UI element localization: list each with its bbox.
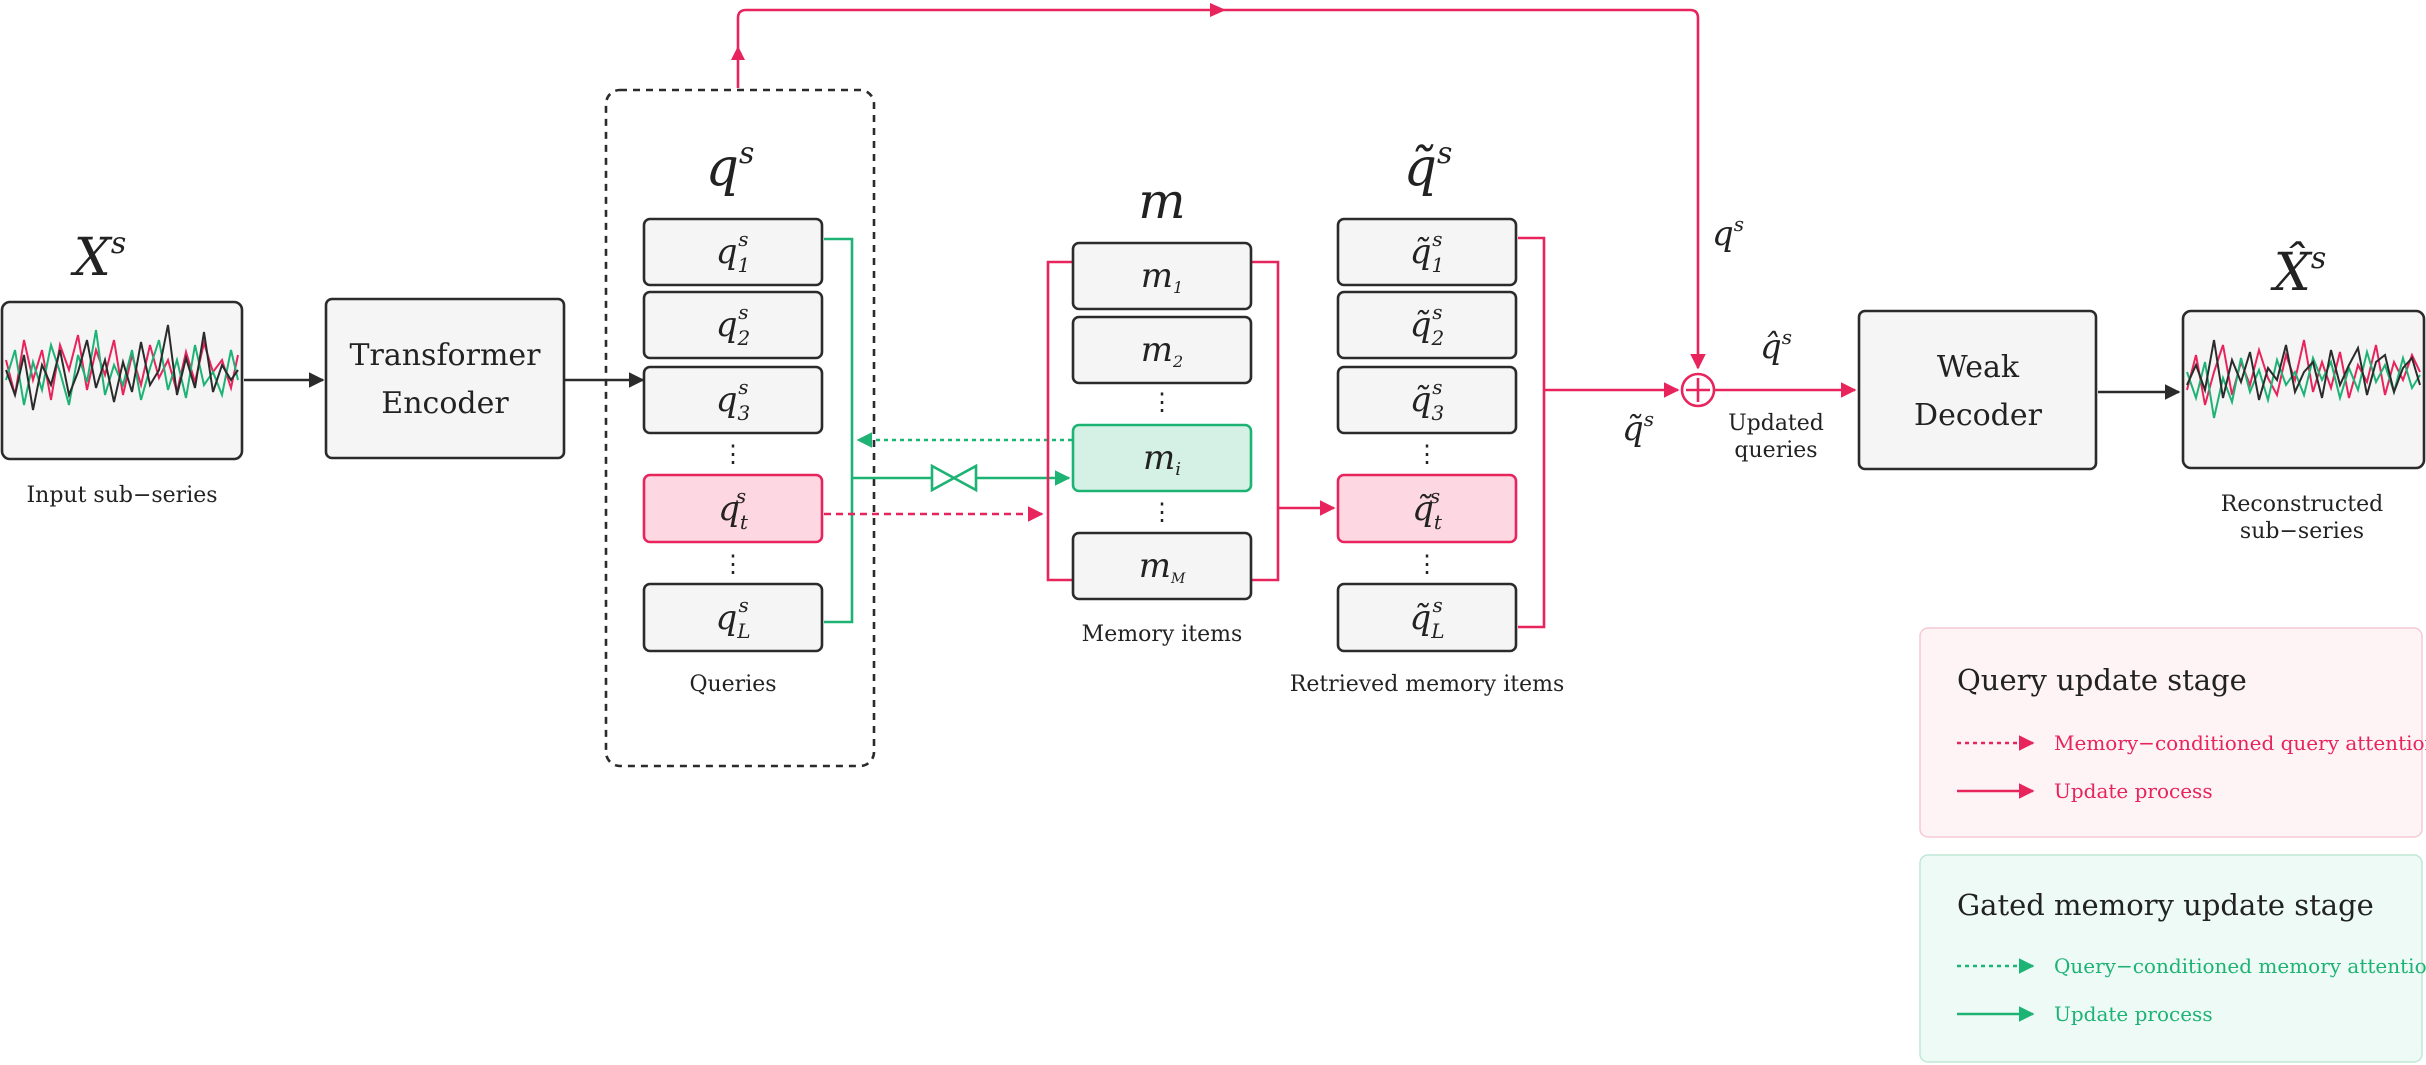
- svg-text:q̃Ls: q̃Ls: [1409, 593, 1444, 643]
- svg-text:m2: m2: [1141, 330, 1183, 371]
- encoder-label-line2: Encoder: [381, 386, 509, 421]
- sum-out-label: q̂s: [1760, 325, 1792, 367]
- svg-text:q̃2s: q̃2s: [1410, 300, 1445, 350]
- svg-text:q̃1s: q̃1s: [1410, 227, 1445, 277]
- transformer-encoder-box: [324, 297, 566, 460]
- svg-text:mM: mM: [1139, 546, 1186, 587]
- decoder-label-line1: Weak: [1937, 350, 2020, 385]
- memory-symbol: m: [1138, 172, 1185, 230]
- svg-text:Xs: Xs: [70, 226, 126, 288]
- red-skip-connection: [736, 8, 1706, 370]
- red-skip-arrow-up: [731, 46, 745, 60]
- legend-query-solid-label: Update process: [2054, 779, 2213, 803]
- svg-text:q1s: q1s: [716, 227, 751, 277]
- input-symbol: Xs: [70, 226, 126, 288]
- memory-caption: Memory items: [1082, 622, 1243, 647]
- legend-query-update: Query update stage Memory−conditioned qu…: [1919, 627, 2426, 838]
- legend-query-dotted-label: Memory−conditioned query attention: [2054, 731, 2426, 755]
- queries-dashed-group: [604, 88, 876, 768]
- queries-caption: Queries: [689, 672, 776, 697]
- legend-memory-dotted-label: Query−conditioned memory attention: [2054, 954, 2426, 978]
- memory-item-1: m1: [1071, 241, 1253, 311]
- red-bracket-memory-right: [1252, 260, 1280, 582]
- query-item-L: qLs: [642, 582, 824, 653]
- retrieved-caption: Retrieved memory items: [1290, 672, 1565, 697]
- svg-text:q2s: q2s: [716, 300, 751, 350]
- output-plot-frame: [2181, 309, 2426, 470]
- retrieved-ellipsis-1: ⋮: [1415, 440, 1439, 468]
- svg-text:q3s: q3s: [716, 375, 751, 425]
- input-caption: Input sub−series: [26, 483, 217, 508]
- output-symbol: X̂s: [2270, 241, 2326, 303]
- retrieved-item-t: q̃ts: [1336, 473, 1518, 544]
- svg-text:q̃3s: q̃3s: [1410, 375, 1445, 425]
- retrieved-item-L: q̃Ls: [1336, 582, 1518, 653]
- updated-queries-line1: Updated: [1728, 411, 1824, 436]
- queries-symbol: qs: [706, 136, 755, 198]
- legend-query-title: Query update stage: [1957, 663, 2247, 697]
- retrieved-item-3: q̃3s: [1336, 365, 1518, 435]
- green-bracket-queries: [824, 237, 854, 624]
- output-caption-line2: sub−series: [2240, 519, 2364, 544]
- svg-text:q̃ts: q̃ts: [1412, 484, 1443, 534]
- query-item-t: qts: [642, 473, 824, 544]
- sum-left-label: q̃s: [1622, 407, 1654, 449]
- memory-item-i: mi: [1071, 423, 1253, 493]
- output-caption-line1: Reconstructed: [2221, 492, 2383, 517]
- retrieved-item-1: q̃1s: [1336, 217, 1518, 287]
- svg-text:qts: qts: [718, 484, 749, 534]
- legend-memory-title: Gated memory update stage: [1957, 888, 2374, 922]
- query-item-3: q3s: [642, 365, 824, 435]
- input-waveform: [5, 324, 239, 411]
- sum-top-label: qs: [1712, 212, 1744, 254]
- output-waveform: [2186, 339, 2421, 419]
- legend-memory-update: Gated memory update stage Query−conditio…: [1919, 854, 2426, 1063]
- sum-plus-icon: [1680, 372, 1716, 408]
- svg-text:mi: mi: [1143, 438, 1181, 480]
- queries-ellipsis-1: ⋮: [721, 440, 745, 468]
- weak-decoder-box: [1857, 309, 2098, 471]
- legend-memory-solid-label: Update process: [2054, 1002, 2213, 1026]
- gate-valve-icon: [930, 463, 978, 493]
- memory-item-2: m2: [1071, 315, 1253, 385]
- memory-ellipsis-2: ⋮: [1150, 498, 1174, 526]
- svg-text:m1: m1: [1141, 256, 1183, 297]
- svg-text:qLs: qLs: [715, 593, 750, 643]
- queries-ellipsis-2: ⋮: [721, 550, 745, 578]
- red-bracket-memory-left: [1046, 260, 1072, 582]
- red-skip-arrow-right: [1210, 3, 1226, 17]
- query-item-2: q2s: [642, 290, 824, 360]
- retrieved-ellipsis-2: ⋮: [1415, 550, 1439, 578]
- memory-ellipsis-1: ⋮: [1150, 388, 1174, 416]
- encoder-label-line1: Transformer: [349, 338, 541, 373]
- memory-item-M: mM: [1071, 531, 1253, 601]
- query-item-1: q1s: [642, 217, 824, 287]
- decoder-label-line2: Decoder: [1914, 398, 2043, 433]
- updated-queries-line2: queries: [1734, 438, 1817, 463]
- retrieved-symbol: q̃s: [1404, 136, 1453, 198]
- red-bracket-retrieved: [1518, 236, 1546, 629]
- retrieved-item-2: q̃2s: [1336, 290, 1518, 360]
